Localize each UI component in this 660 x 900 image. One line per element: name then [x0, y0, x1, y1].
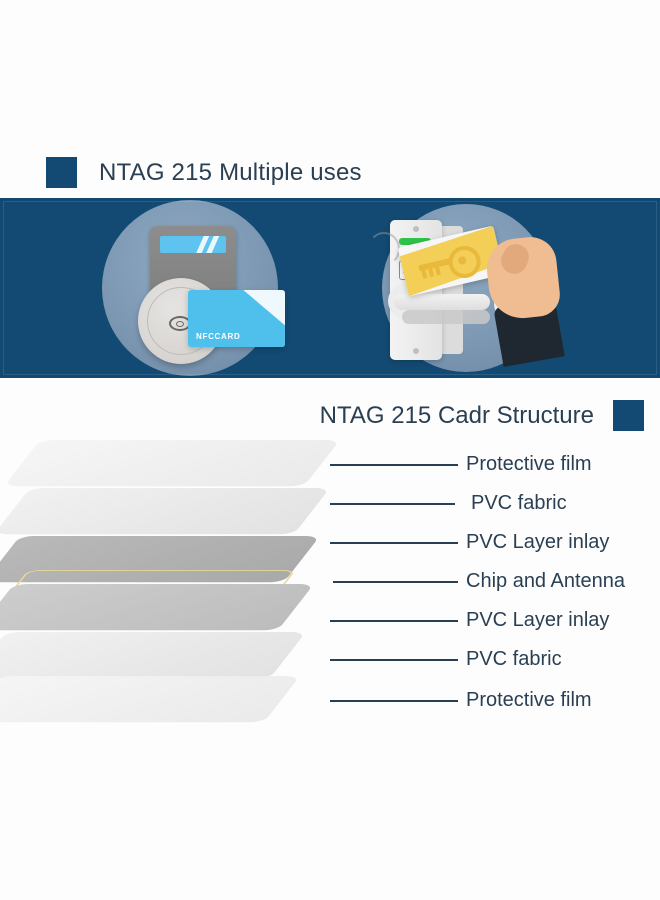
screw-icon: [413, 348, 419, 354]
leader-line: [330, 700, 458, 702]
section-card-structure-title: NTAG 215 Cadr Structure: [319, 402, 594, 429]
card-layer-stack-diagram: [0, 430, 341, 750]
layer-label: PVC fabric: [466, 648, 562, 670]
layer-label: Protective film: [466, 453, 592, 475]
layer-label: PVC Layer inlay: [466, 609, 610, 631]
nfc-card: NFCCARD: [188, 290, 285, 347]
layer-callouts: Protective film PVC fabric PVC Layer inl…: [0, 430, 660, 750]
status-led-indicator: [399, 238, 431, 245]
leader-line: [330, 503, 455, 505]
nfc-card-label: NFCCARD: [196, 332, 241, 341]
illustration-door-lock-keycard: [330, 198, 660, 378]
section-multiple-uses-heading: NTAG 215 Multiple uses: [46, 157, 362, 188]
leader-line: [333, 581, 458, 583]
layer-label: PVC Layer inlay: [466, 531, 610, 553]
leader-line: [330, 659, 458, 661]
leader-line: [330, 620, 458, 622]
layer-label: PVC fabric: [471, 492, 567, 514]
door-handle: [394, 294, 490, 310]
accent-square-icon: [46, 157, 77, 188]
accent-square-icon: [613, 400, 644, 431]
illustration-card-reader-terminal: NFCCARD: [0, 198, 330, 378]
signal-arc-icon: [368, 232, 400, 266]
illustration-banner: NFCCARD: [0, 198, 660, 378]
door-handle-shadow: [402, 310, 490, 324]
section-multiple-uses-title: NTAG 215 Multiple uses: [99, 159, 362, 186]
screw-icon: [413, 226, 419, 232]
leader-line: [330, 464, 458, 466]
section-card-structure-heading: NTAG 215 Cadr Structure: [320, 400, 644, 431]
leader-line: [330, 542, 458, 544]
layer-label: Protective film: [466, 689, 592, 711]
layer-label: Chip and Antenna: [466, 570, 626, 592]
terminal-screen: [160, 236, 226, 253]
